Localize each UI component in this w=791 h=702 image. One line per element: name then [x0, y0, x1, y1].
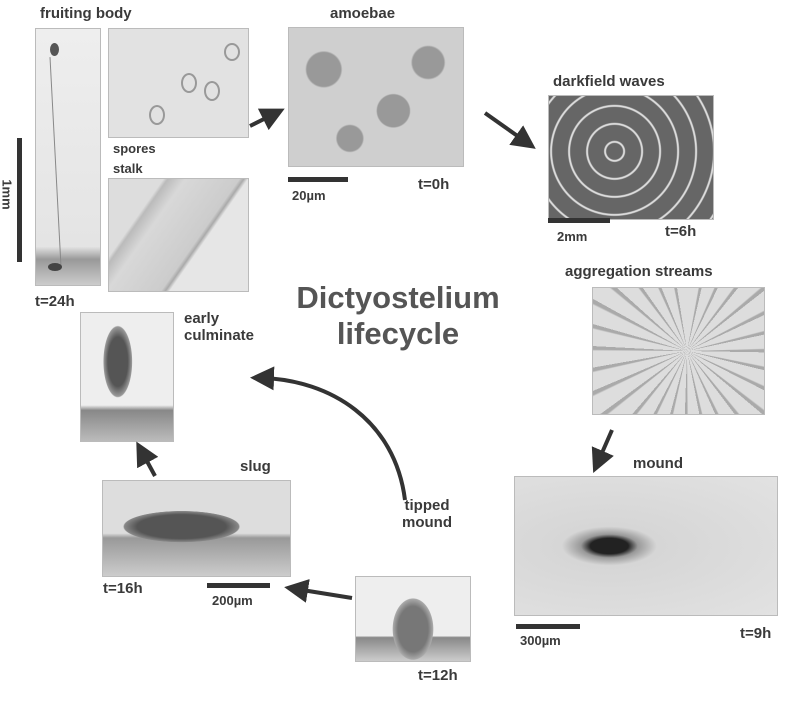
title-line2: lifecycle — [336, 316, 460, 351]
spores-image — [108, 28, 249, 138]
mound-label: mound — [633, 455, 683, 472]
early-culminate-image — [80, 312, 174, 442]
slug-image — [102, 480, 291, 577]
time-0h: t=0h — [418, 176, 450, 193]
spores-label: spores — [113, 141, 156, 156]
amoebae-image — [288, 27, 464, 167]
aggregation-streams-image — [592, 287, 765, 415]
scale-label-200um: 200µm — [212, 593, 253, 608]
tipped-mound-image — [355, 576, 471, 662]
time-24h: t=24h — [35, 293, 75, 310]
scale-bar-1mm — [17, 138, 22, 262]
time-16h: t=16h — [103, 580, 143, 597]
scale-bar-200um — [207, 583, 270, 588]
scale-label-20um: 20µm — [292, 188, 326, 203]
arrow-tipped-to-culminate — [250, 366, 407, 501]
scale-bar-300um — [516, 624, 580, 629]
time-9h: t=9h — [740, 625, 772, 642]
arrow-tipped-to-slug — [284, 579, 353, 603]
stalk-label: stalk — [113, 161, 143, 176]
tipped-mound-label-line1: tipped — [404, 497, 450, 514]
scale-label-2mm: 2mm — [557, 229, 588, 244]
arrow-streams-to-mound — [591, 429, 614, 473]
slug-label: slug — [240, 458, 271, 475]
early-culminate-label-line2: culminate — [184, 327, 255, 344]
early-culminate-label: early culminate — [184, 310, 254, 344]
arrow-amoebae-to-waves — [483, 111, 536, 149]
time-6h: t=6h — [665, 223, 697, 240]
scale-label-300um: 300µm — [520, 633, 561, 648]
darkfield-waves-image — [548, 95, 714, 220]
arrow-slug-to-culminate — [136, 441, 159, 477]
title-line1: Dictyostelium — [296, 280, 500, 315]
mound-image — [514, 476, 778, 616]
stalk-image — [108, 178, 249, 292]
time-12h: t=12h — [418, 667, 458, 684]
arrow-fruiting-to-amoebae — [249, 108, 285, 131]
darkfield-waves-label: darkfield waves — [553, 73, 665, 90]
scale-bar-2mm — [548, 218, 610, 223]
tipped-mound-label: tipped mound — [402, 497, 452, 531]
amoebae-label: amoebae — [330, 5, 396, 22]
scale-bar-20um — [288, 177, 348, 182]
early-culminate-label-line1: early — [184, 310, 220, 327]
fruiting-body-image — [35, 28, 101, 286]
aggregation-streams-label: aggregation streams — [565, 263, 713, 280]
diagram-title: Dictyostelium lifecycle — [268, 280, 528, 352]
fruiting-body-label: fruiting body — [40, 5, 132, 22]
tipped-mound-label-line2: mound — [402, 514, 452, 531]
